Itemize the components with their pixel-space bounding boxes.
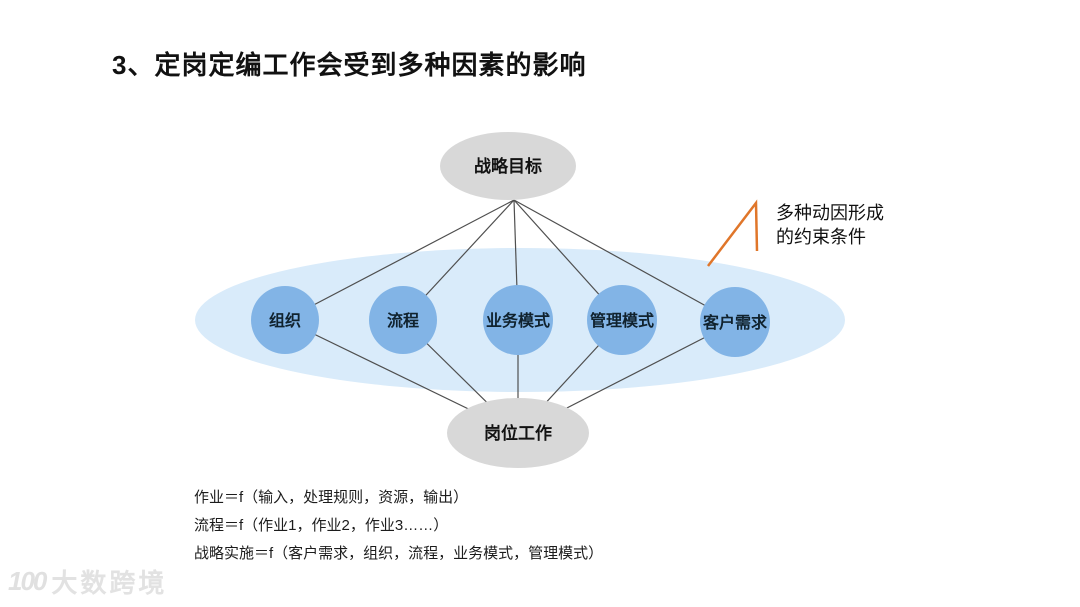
factor-circle-management-model [587, 285, 657, 355]
job-work-node [447, 398, 589, 468]
factor-circle-process [369, 286, 437, 354]
factor-circle-business-model [483, 285, 553, 355]
factor-nodes: 组织 流程 业务模式 管理模式 客户需求 [251, 285, 770, 357]
factor-circle-organization [251, 286, 319, 354]
formula-process: 流程＝f（作业1，作业2，作业3……） [194, 517, 449, 534]
watermark-100-icon: 100 [8, 566, 47, 596]
factor-circle-customer-needs [700, 287, 770, 357]
factor-label-management-model: 管理模式 [590, 311, 654, 330]
formula-operation: 作业＝f（输入，处理规则，资源，输出） [194, 489, 469, 506]
page-title: 3、定岗定编工作会受到多种因素的影响 [112, 50, 587, 80]
annotation-line2: 的约束条件 [776, 227, 866, 247]
connector-strategy-organization [284, 199, 515, 321]
formula-list: 作业＝f（输入，处理规则，资源，输出） 流程＝f（作业1，作业2，作业3……） … [194, 484, 603, 568]
strategy-goal-label: 战略目标 [474, 156, 542, 176]
connector-strategy-customer-needs [513, 199, 736, 323]
strategy-goal-node [440, 132, 576, 200]
formula-strategy-implementation: 战略实施＝f（客户需求，组织，流程，业务模式，管理模式） [194, 545, 604, 562]
factor-label-process: 流程 [387, 311, 419, 330]
callout-line [707, 199, 759, 267]
factor-label-organization: 组织 [269, 311, 301, 330]
annotation-line1: 多种动因形成 [776, 203, 884, 223]
watermark: 100 大数跨境 [8, 563, 167, 600]
job-work-label: 岗位工作 [484, 423, 552, 443]
factor-label-customer-needs: 客户需求 [703, 313, 768, 332]
annotation-text: 多种动因形成 的约束条件 [776, 201, 884, 249]
watermark-brand-text: 大数跨境 [51, 568, 168, 598]
factor-label-business-model: 业务模式 [486, 311, 550, 330]
